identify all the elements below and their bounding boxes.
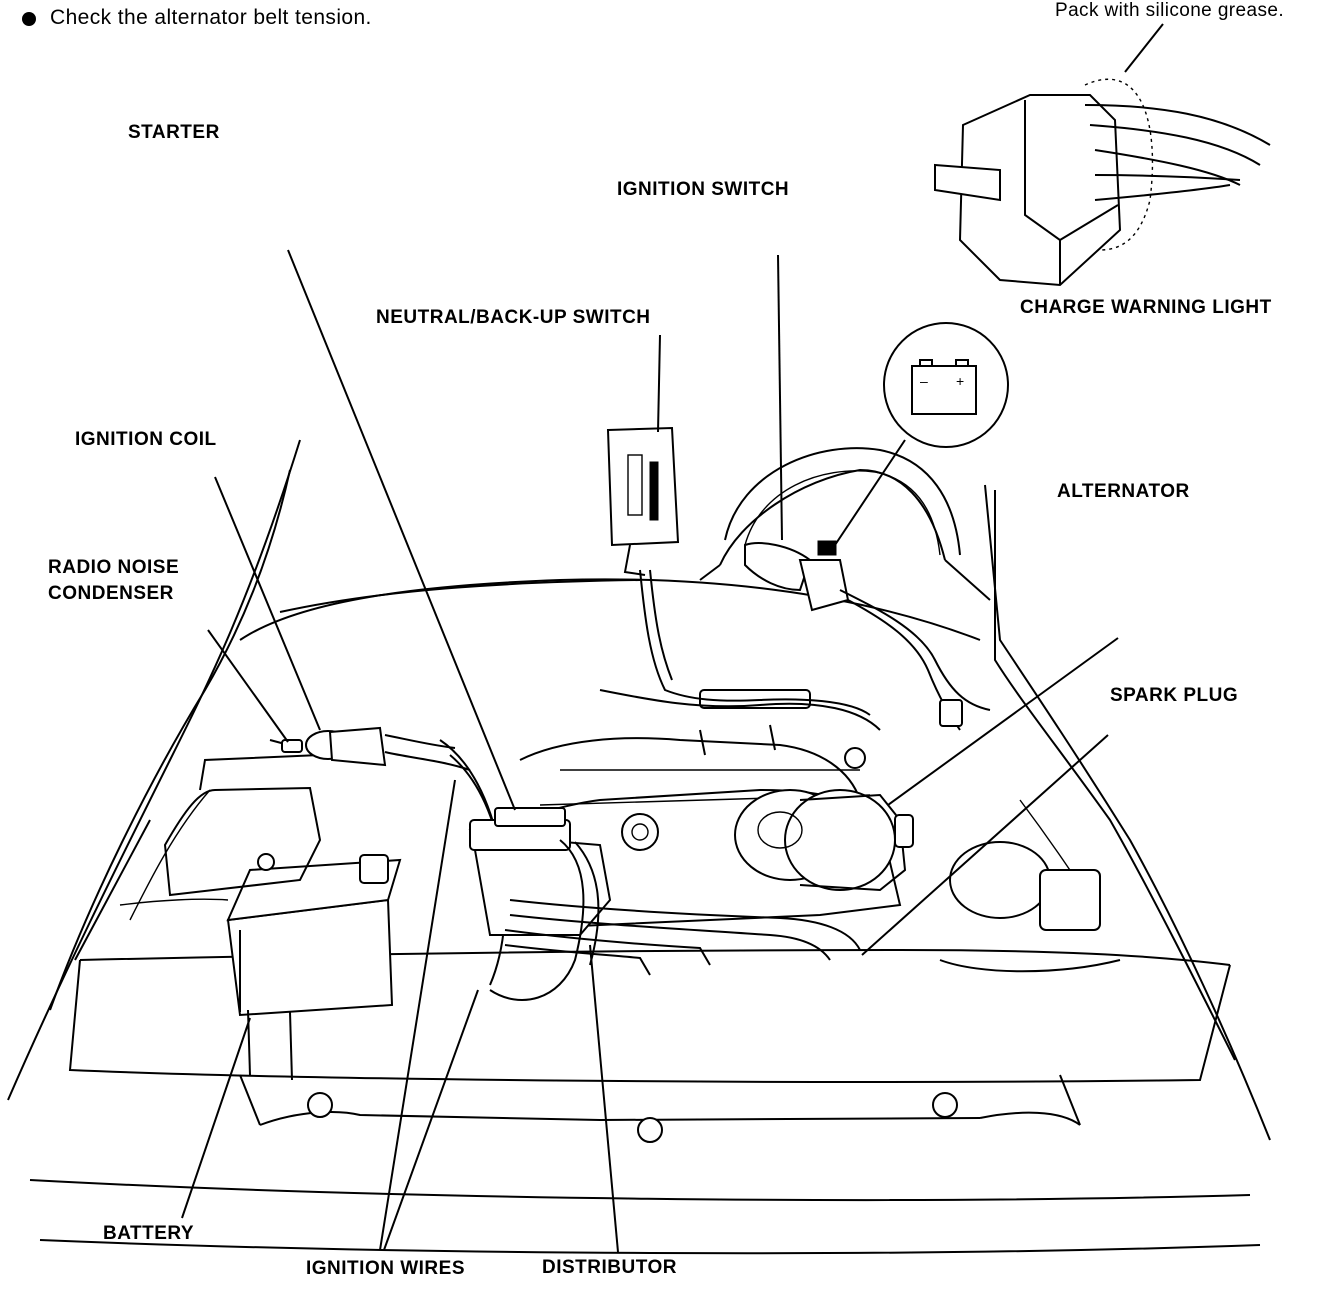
neutral-backup-switch-drawing (606, 426, 871, 716)
ignition-coil-label: IGNITION COIL (75, 429, 217, 450)
neutral-backup-switch-label: NEUTRAL/BACK-UP SWITCH (376, 307, 651, 328)
radio-noise-condenser-label-line2: CONDENSER (48, 583, 174, 604)
charge-light-callout: – + (883, 322, 1009, 448)
ignition-switch-label: IGNITION SWITCH (617, 179, 790, 200)
fuse-box-drawing (119, 754, 322, 906)
alternator-drawing (734, 747, 914, 892)
distributor-label: DISTRIBUTOR (542, 1257, 677, 1278)
ignition-switch-drawing (744, 540, 991, 731)
starter-label: STARTER (128, 122, 220, 143)
battery-label: BATTERY (103, 1223, 195, 1244)
engine-block-drawing (468, 689, 902, 932)
charge-warning-light-label: CHARGE WARNING LIGHT (1020, 297, 1272, 318)
battery-drawing (226, 853, 402, 1081)
distributor-drawing (469, 807, 861, 1001)
alternator-label: ALTERNATOR (1057, 481, 1190, 502)
spark-plug-label: SPARK PLUG (1110, 685, 1239, 706)
radio-noise-condenser-label-line1: RADIO NOISE (48, 557, 180, 578)
bullet-icon (22, 12, 36, 26)
right-side-components (307, 841, 1121, 1143)
silicone-grease-label: Pack with silicone grease. (1055, 0, 1285, 21)
instruction-note: Check the alternator belt tension. (50, 6, 372, 29)
car-body-outline (7, 439, 1271, 1255)
connector-inset-drawing (934, 78, 1271, 287)
ignition-wires-label: IGNITION WIRES (306, 1258, 465, 1279)
battery-plus-icon: + (956, 373, 964, 389)
leader-lines (181, 23, 1164, 1253)
battery-minus-icon: – (920, 373, 928, 389)
